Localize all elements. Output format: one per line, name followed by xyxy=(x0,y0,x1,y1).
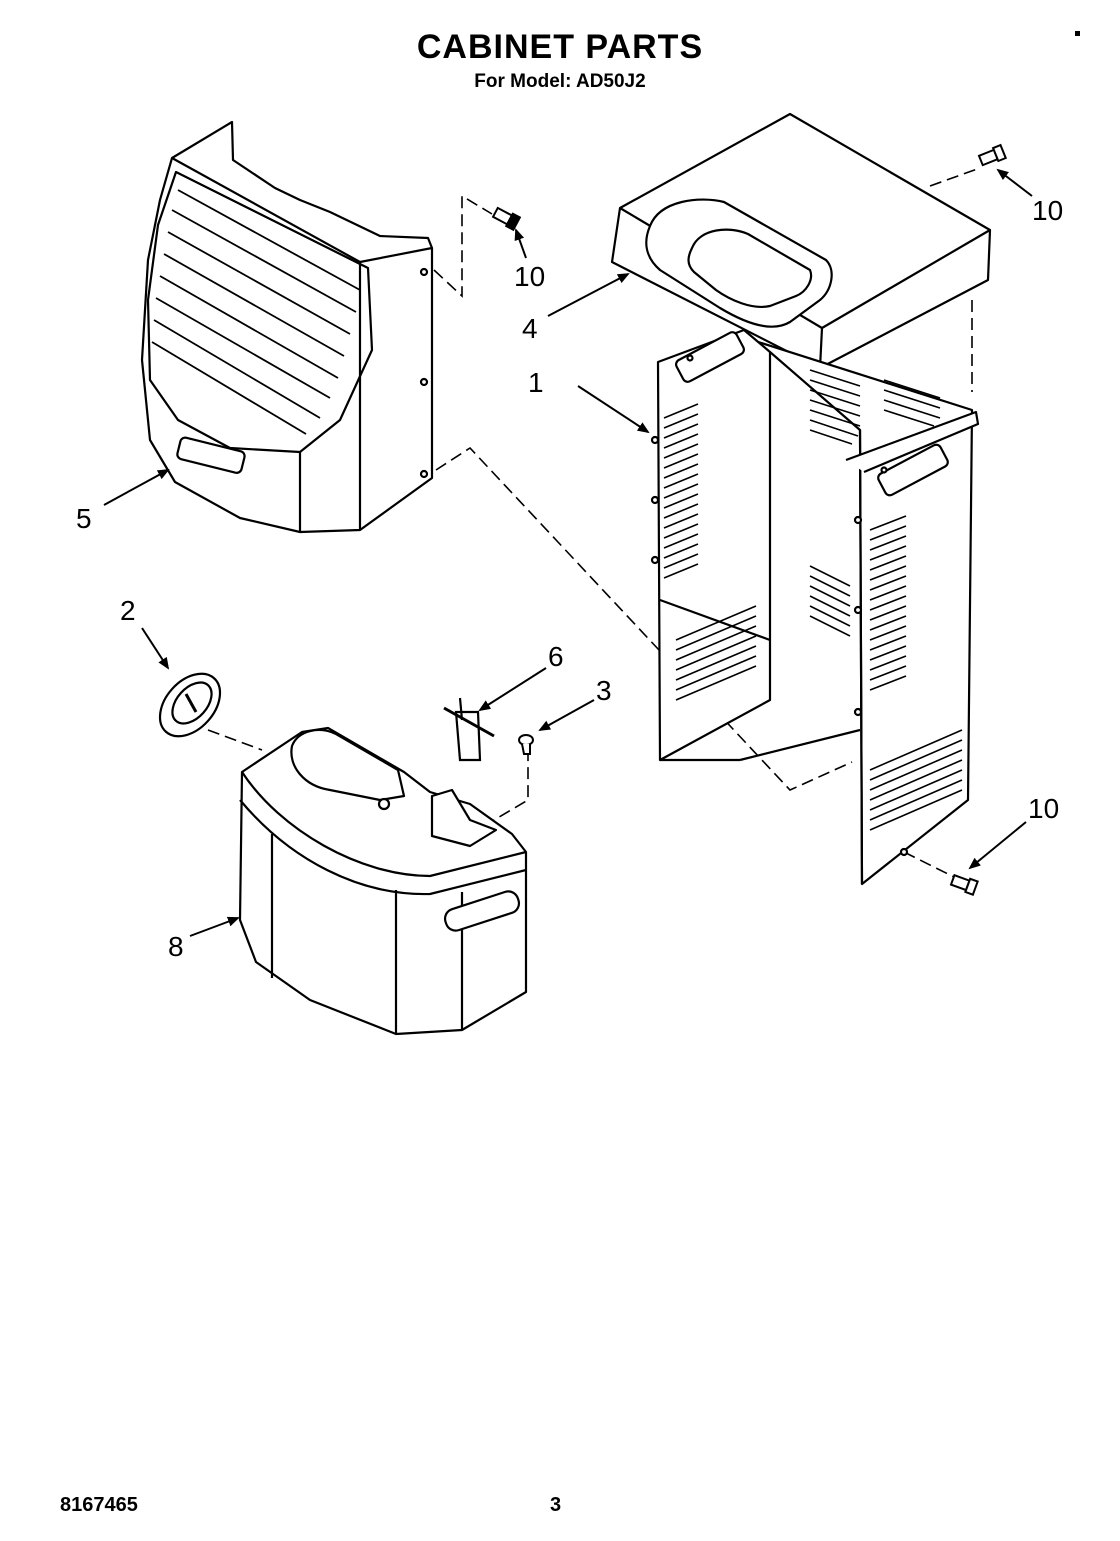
callout-3: 3 xyxy=(596,675,612,706)
part-5-front-grille xyxy=(140,120,434,534)
part-6-tube xyxy=(443,697,495,762)
part-4-top-cover xyxy=(610,112,992,370)
callout-labels: 1 2 3 4 5 6 8 10 10 10 xyxy=(76,195,1063,962)
callout-8: 8 xyxy=(168,931,184,962)
model-subtitle: For Model: AD50J2 xyxy=(474,71,646,92)
callout-4: 4 xyxy=(522,313,538,344)
callout-5: 5 xyxy=(76,503,92,534)
callout-10-top-right: 10 xyxy=(1032,195,1063,226)
page-title: CABINET PARTS xyxy=(416,28,704,66)
callout-6: 6 xyxy=(548,641,564,672)
callout-arrows xyxy=(103,168,1033,937)
document-number: 8167465 xyxy=(60,1494,138,1516)
corner-mark xyxy=(1075,31,1080,36)
page-number: 3 xyxy=(550,1494,562,1516)
part-2-knob xyxy=(158,672,222,738)
part-8-bucket xyxy=(238,726,528,1036)
callout-2: 2 xyxy=(120,595,136,626)
part-10-screws xyxy=(491,143,1008,896)
callout-10-bottom-right: 10 xyxy=(1028,793,1059,824)
callout-10-left: 10 xyxy=(514,261,545,292)
dashed-guide-lines xyxy=(207,167,981,879)
part-1-cabinet xyxy=(650,328,980,886)
part-3-screw xyxy=(518,734,534,755)
callout-1: 1 xyxy=(528,367,544,398)
